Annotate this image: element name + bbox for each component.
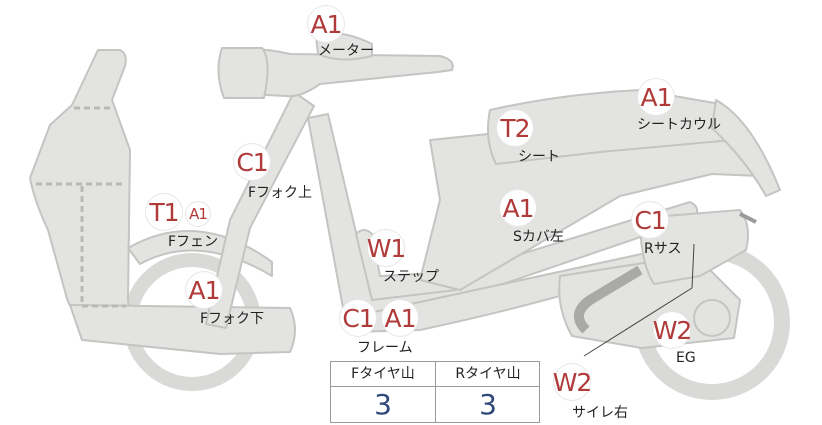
rear-shock-rod — [739, 212, 757, 224]
fork-lower-badge: A1 — [186, 272, 222, 308]
side-cover-left-label: Sカバ左 — [513, 229, 564, 245]
fork-upper-badge: C1 — [234, 144, 270, 180]
tire-tread-table: Fタイヤ山 Rタイヤ山 3 3 — [330, 361, 540, 423]
muffler-right-badge: W2 — [553, 364, 592, 400]
frame-badge-1: C1 — [340, 300, 376, 336]
front-fork — [205, 91, 315, 329]
tail-cowl — [711, 99, 781, 197]
front-tire-value: 3 — [374, 388, 392, 421]
meter-label: メーター — [318, 43, 374, 59]
table-divider-vertical — [435, 362, 436, 422]
seat-label: シート — [518, 149, 560, 165]
lower-front-panel — [69, 304, 296, 355]
fork-lower-label: Fフォク下 — [200, 311, 265, 327]
headlight — [217, 47, 269, 99]
rear-suspension-badge: C1 — [632, 202, 668, 238]
muffler-right-label: サイレ右 — [572, 405, 628, 421]
rear-suspension-label: Rサス — [644, 241, 682, 257]
engine-label: EG — [676, 350, 696, 366]
front-fender-label: Fフェン — [168, 234, 219, 250]
meter-badge: A1 — [308, 6, 344, 42]
seat-cowl-label: シートカウル — [637, 117, 721, 133]
seat-cowl-badge: A1 — [638, 79, 674, 115]
engine-badge: W2 — [653, 312, 692, 348]
frame-badge-2: A1 — [382, 300, 418, 336]
rear-hub — [693, 299, 731, 337]
frame-label: フレーム — [357, 340, 413, 356]
front-tire-header: Fタイヤ山 — [351, 366, 415, 382]
front-fender-badge: T1 — [146, 194, 182, 230]
side-cover-left-badge: A1 — [500, 190, 536, 226]
step-label: ステップ — [383, 269, 439, 285]
rear-tire-header: Rタイヤ山 — [455, 366, 521, 382]
muffler-pipe — [574, 265, 643, 334]
fork-upper-label: Fフォク上 — [248, 185, 313, 201]
step-badge: W1 — [367, 230, 406, 266]
front-fender-badge-2: A1 — [186, 202, 210, 226]
leader-line — [583, 243, 695, 357]
seat-badge: T2 — [497, 110, 533, 146]
rear-tire-value: 3 — [479, 388, 497, 421]
